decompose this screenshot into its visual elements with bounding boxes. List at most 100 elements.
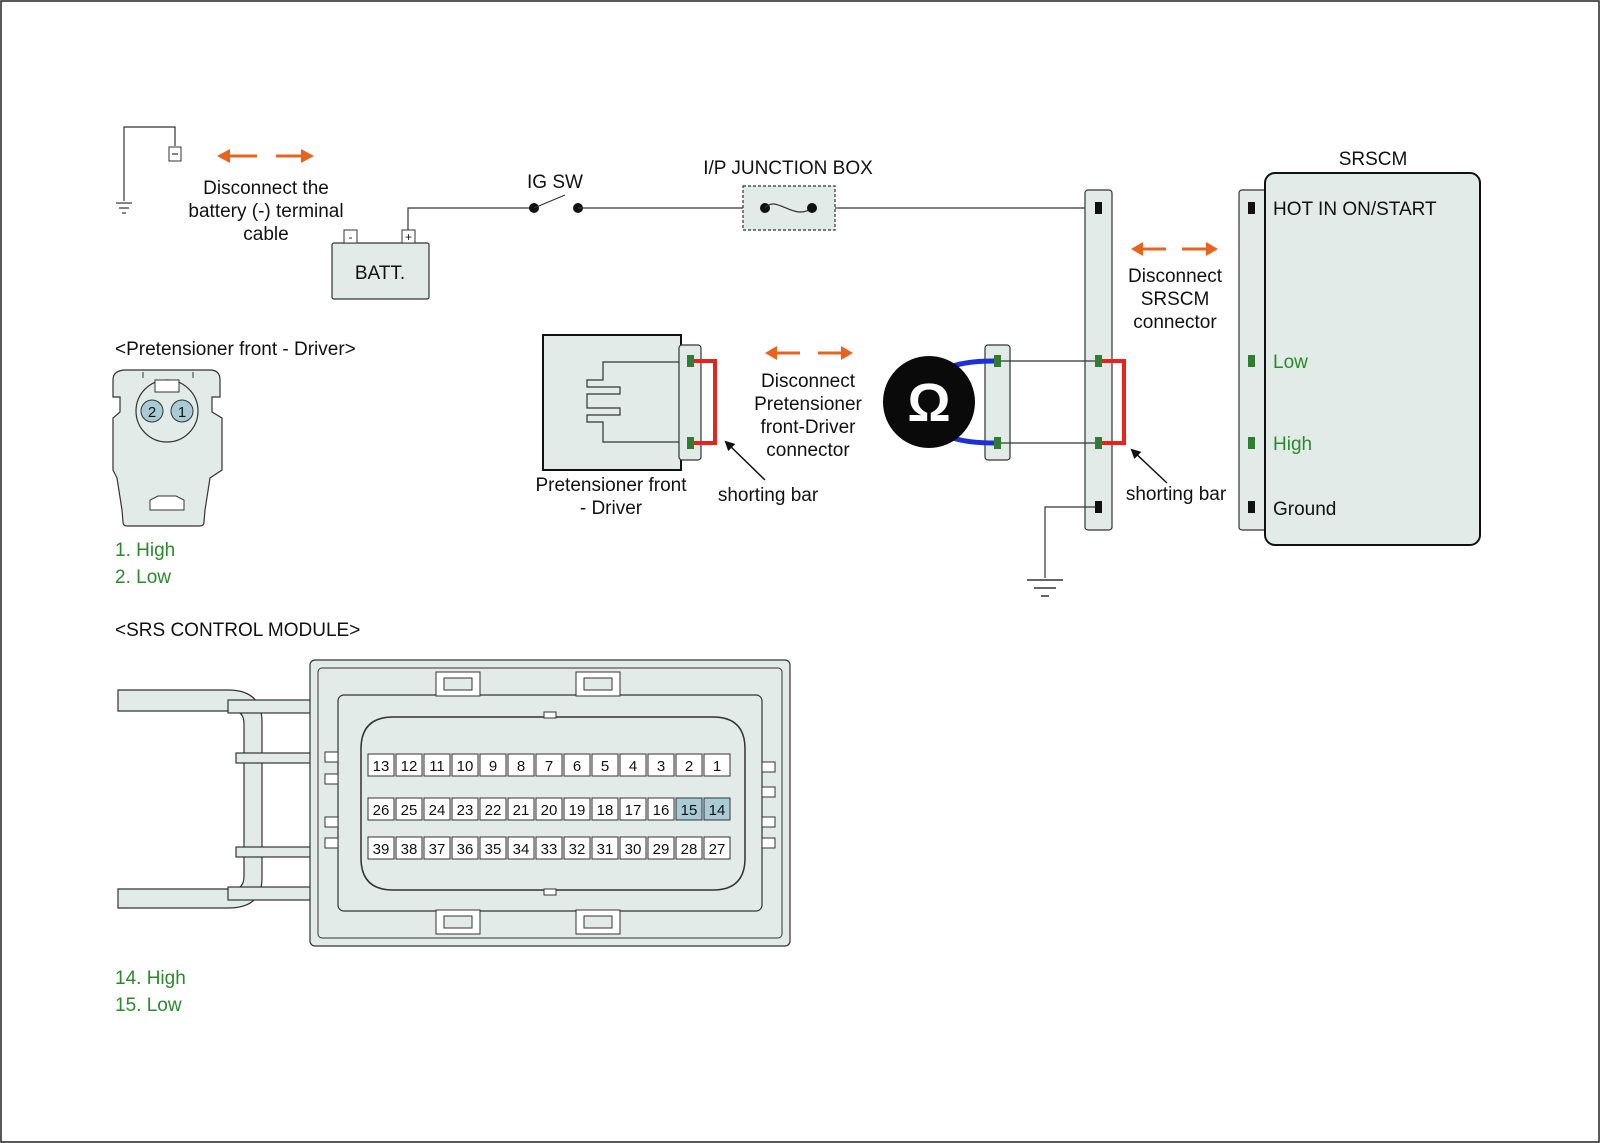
pin-cell-11 xyxy=(423,753,451,777)
srscm-pin-low xyxy=(1248,355,1255,367)
fuse-icon xyxy=(764,203,813,213)
pin-cell-3 xyxy=(647,753,675,777)
pretensioner-pin-def-1: 1. High xyxy=(115,540,175,561)
junction-box-label: I/P JUNCTION BOX xyxy=(703,158,873,179)
pin-number-15: 15 xyxy=(681,802,698,819)
disconnect-arrow-icon xyxy=(217,149,314,163)
shorting-bar-harness xyxy=(1102,359,1126,445)
pin-number-11: 11 xyxy=(429,758,445,775)
ohm-icon xyxy=(883,356,975,448)
pin-cell-25 xyxy=(395,797,423,821)
battery-negative-post xyxy=(343,229,358,244)
ground-icon xyxy=(1027,579,1063,597)
pin-cell-33 xyxy=(535,836,563,860)
pretensioner-pin-1 xyxy=(170,399,194,423)
pin-cell-19 xyxy=(563,797,591,821)
srs-pin-def-14: 14. High xyxy=(115,968,186,989)
srscm-pin-hot xyxy=(1248,202,1255,214)
pin-number-1: 1 xyxy=(713,758,721,775)
pretensioner-connector-face: <Pretensioner front - Driver> 2 1 1. Hig… xyxy=(112,339,356,588)
harness-pin-hot xyxy=(1095,202,1102,214)
ground-icon xyxy=(116,202,132,214)
pin-number-25: 25 xyxy=(401,802,418,819)
connector-lever xyxy=(117,689,319,909)
test-connector xyxy=(984,344,1011,461)
pin-cell-21 xyxy=(507,797,535,821)
pin-cell-28 xyxy=(675,836,703,860)
pretensioner-pin-label-1: 1 xyxy=(178,404,186,421)
pin-cell-23 xyxy=(451,797,479,821)
pin-number-22: 22 xyxy=(485,802,502,819)
pretensioner-disconnect-line-4: connector xyxy=(766,440,850,461)
pin-number-30: 30 xyxy=(625,841,642,858)
pretensioner-device-label-2: - Driver xyxy=(580,498,643,519)
pretensioner-pin-label-2: 2 xyxy=(148,404,156,421)
pin-cell-6 xyxy=(563,753,591,777)
srscm-pin-label-high: High xyxy=(1273,434,1312,455)
pin-number-17: 17 xyxy=(625,802,642,819)
pin-number-27: 27 xyxy=(709,841,726,858)
shorting-bar-label-right: shorting bar xyxy=(1126,484,1227,505)
pretensioner-inner-outline xyxy=(586,361,680,443)
pretensioner-heading: <Pretensioner front - Driver> xyxy=(115,339,356,360)
srs-module-heading: <SRS CONTROL MODULE> xyxy=(115,620,360,641)
pin-cell-2 xyxy=(675,753,703,777)
pin-cell-32 xyxy=(563,836,591,860)
pretensioner-pin-def-2: 2. Low xyxy=(115,567,171,588)
pin-number-35: 35 xyxy=(485,841,502,858)
pin-cell-10 xyxy=(451,753,479,777)
pin-cell-16 xyxy=(647,797,675,821)
disconnect-arrow-icon xyxy=(765,346,853,360)
srscm-pin-label-low: Low xyxy=(1273,352,1308,373)
disconnect-arrow-icon xyxy=(1131,242,1218,256)
ohmmeter: Ω xyxy=(883,344,1095,461)
pin-number-32: 32 xyxy=(569,841,586,858)
srscm-disconnect-line-1: Disconnect xyxy=(1128,266,1223,287)
pin-number-26: 26 xyxy=(373,802,390,819)
pin-number-4: 4 xyxy=(629,758,637,775)
pretensioner-disconnect-line-3: front-Driver xyxy=(760,417,856,438)
pin-number-39: 39 xyxy=(373,841,390,858)
ohm-symbol: Ω xyxy=(907,373,950,433)
junction-box xyxy=(742,185,836,231)
harness-pin-ground xyxy=(1095,501,1102,513)
pin-number-6: 6 xyxy=(573,758,581,775)
pin-cell-12 xyxy=(395,753,423,777)
pin-cell-13 xyxy=(367,753,395,777)
pin-cell-24 xyxy=(423,797,451,821)
pin-number-5: 5 xyxy=(601,758,609,775)
pin-number-19: 19 xyxy=(569,802,586,819)
battery-minus-label: - xyxy=(349,230,353,244)
pin-number-18: 18 xyxy=(597,802,614,819)
pretensioner-device: shorting bar Pretensioner front - Driver… xyxy=(535,334,863,519)
srscm-title: SRSCM xyxy=(1339,149,1408,170)
pin-number-2: 2 xyxy=(685,758,693,775)
pin-number-10: 10 xyxy=(457,758,474,775)
pin-number-23: 23 xyxy=(457,802,474,819)
harness-pin-low xyxy=(1095,355,1102,367)
pretensioner-disconnect-line-2: Pretensioner xyxy=(754,394,862,415)
ig-sw-label: IG SW xyxy=(527,172,583,193)
srscm-pin-label-ground: Ground xyxy=(1273,499,1336,520)
pin-number-16: 16 xyxy=(653,802,670,819)
pin-cell-9 xyxy=(479,753,507,777)
pretensioner-device-label-1: Pretensioner front xyxy=(535,475,687,496)
battery-plus-label: + xyxy=(405,230,412,244)
pin-cell-39 xyxy=(367,836,395,860)
pin-number-24: 24 xyxy=(429,802,446,819)
harness-pin-high xyxy=(1095,437,1102,449)
battery-disconnect-line-3: cable xyxy=(243,224,288,245)
battery-disconnect-line-2: battery (-) terminal xyxy=(188,201,343,222)
ig-switch-blade xyxy=(533,194,566,209)
pin-cell-31 xyxy=(591,836,619,860)
pin-cell-30 xyxy=(619,836,647,860)
pin-cell-17 xyxy=(619,797,647,821)
pin-cell-36 xyxy=(451,836,479,860)
battery-label: BATT. xyxy=(355,263,405,284)
pretensioner-body xyxy=(542,334,682,471)
pin-number-3: 3 xyxy=(657,758,665,775)
pin-cell-7 xyxy=(535,753,563,777)
pin-cell-1 xyxy=(703,753,731,777)
shorting-bar-label-left: shorting bar xyxy=(718,485,819,506)
